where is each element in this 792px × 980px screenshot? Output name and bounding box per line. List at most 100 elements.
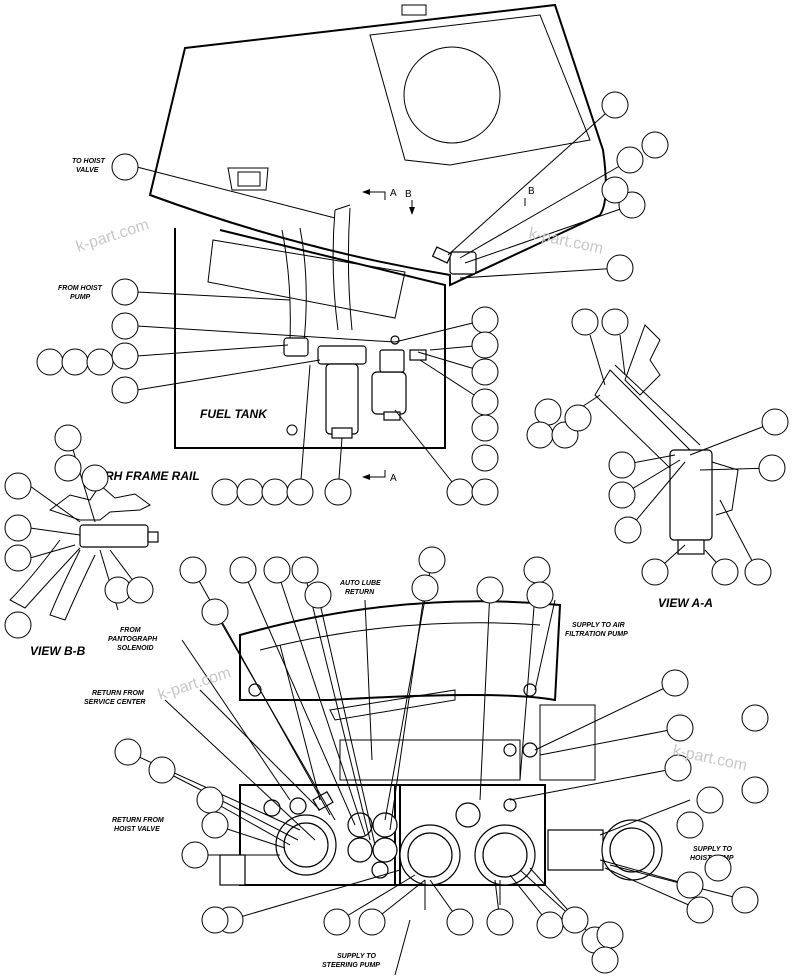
callout-bubble [236, 478, 264, 506]
section-b-right: B [528, 186, 535, 197]
callout-bubble [758, 454, 786, 482]
callout-bubble [608, 451, 636, 479]
callout-bubble [126, 576, 154, 604]
hoist-pump-supply-label-1: SUPPLY TO [693, 846, 732, 853]
callout-bubble [471, 478, 499, 506]
callout-bubble [564, 404, 592, 432]
callout-bubble [591, 946, 619, 974]
hoses-fuel-tank [281, 204, 477, 439]
callout-bubble [86, 348, 114, 376]
callout-bubble [711, 558, 739, 586]
callout-bubble [111, 342, 139, 370]
callout-bubble [111, 376, 139, 404]
callout-bubble [534, 398, 562, 426]
service-center-label-1: RETURN FROM [92, 690, 144, 697]
view-aa-label: VIEW A-A [658, 596, 713, 610]
callout-bubble [526, 581, 554, 609]
callout-bubble [666, 714, 694, 742]
hydraulic-tank [148, 3, 607, 287]
callout-bubble [641, 558, 669, 586]
hoist-valve-return-label-2: HOIST VALVE [114, 826, 160, 833]
auto-lube-label-2: RETURN [345, 589, 375, 596]
callout-bubble [664, 754, 692, 782]
to-hoist-valve-label-2: VALVE [76, 167, 99, 174]
callout-bubble [4, 544, 32, 572]
callout-bubble [471, 306, 499, 334]
auto-lube-label-1: AUTO LUBE [339, 580, 381, 587]
callout-bubble [741, 776, 769, 804]
callout-bubble [304, 581, 332, 609]
callout-bubble [596, 921, 624, 949]
callout-bubble [261, 478, 289, 506]
callout-bubble [4, 611, 32, 639]
callout-bubble [323, 908, 351, 936]
callout-bubble [196, 786, 224, 814]
callout-bubble [411, 574, 439, 602]
pantograph-label-3: SOLENOID [117, 645, 154, 652]
service-center-label-2: SERVICE CENTER [84, 699, 145, 706]
callout-bubble [704, 854, 732, 882]
callout-bubble [471, 444, 499, 472]
callout-bubble [616, 146, 644, 174]
callout-bubble [731, 886, 759, 914]
callout-bubble [111, 312, 139, 340]
callout-bubble [286, 478, 314, 506]
hoist-valve-return-label-1: RETURN FROM [112, 817, 164, 824]
callout-bubble [641, 131, 669, 159]
view-aa: VIEW A-A [564, 324, 776, 610]
fuel-tank: FUEL TANK [174, 228, 446, 449]
callout-bubble [36, 348, 64, 376]
callout-bubble [471, 331, 499, 359]
callout-bubble [229, 556, 257, 584]
from-hoist-pump-label-2: PUMP [70, 294, 91, 301]
callout-bubble [606, 254, 634, 282]
callout-bubble [571, 308, 599, 336]
view-bb-label: VIEW B-B [30, 644, 86, 658]
callout-bubble [744, 558, 772, 586]
callout-bubble [471, 414, 499, 442]
callout-bubble [418, 546, 446, 574]
watermark-1: k-part.com [74, 216, 151, 256]
leader-lines-top [136, 104, 633, 493]
fuel-tank-label: FUEL TANK [200, 407, 268, 421]
callout-bubble [291, 556, 319, 584]
callout-bubble [148, 756, 176, 784]
callout-bubble [471, 358, 499, 386]
callout-bubble [179, 556, 207, 584]
reference-bubbles [4, 91, 789, 974]
callout-bubble [114, 738, 142, 766]
callout-bubble [111, 153, 139, 181]
callout-bubble [561, 906, 589, 934]
rh-frame-rail-label: RH FRAME RAIL [105, 469, 200, 483]
callout-bubble [526, 421, 554, 449]
callout-bubble [471, 388, 499, 416]
manifold-assembly [219, 600, 663, 910]
steering-pump-label-1: SUPPLY TO [337, 953, 376, 960]
callout-bubble [201, 811, 229, 839]
callout-bubble [358, 908, 386, 936]
air-filtration-label-1: SUPPLY TO AIR [572, 622, 625, 629]
air-filtration-label-2: FILTRATION PUMP [565, 631, 628, 638]
callout-bubble [618, 191, 646, 219]
callout-bubble [686, 896, 714, 924]
callout-bubble [661, 669, 689, 697]
callout-bubble [54, 454, 82, 482]
callout-bubble [601, 91, 629, 119]
pantograph-label-1: FROM [120, 627, 141, 634]
section-b-left: B [405, 189, 412, 200]
callout-bubble [111, 278, 139, 306]
pantograph-label-2: PANTOGRAPH [108, 636, 158, 643]
callout-bubble [676, 811, 704, 839]
steering-pump-label-2: STEERING PUMP [322, 962, 380, 969]
callout-bubble [81, 464, 109, 492]
section-markers-top: A B B A [362, 186, 535, 484]
callout-bubble [608, 481, 636, 509]
callout-bubble [614, 516, 642, 544]
callout-bubble [263, 556, 291, 584]
callout-bubble [4, 472, 32, 500]
callout-bubble [476, 576, 504, 604]
callout-bubble [54, 424, 82, 452]
view-bb: VIEW B-B RH FRAME RAIL [9, 439, 200, 658]
callout-bubble [324, 478, 352, 506]
